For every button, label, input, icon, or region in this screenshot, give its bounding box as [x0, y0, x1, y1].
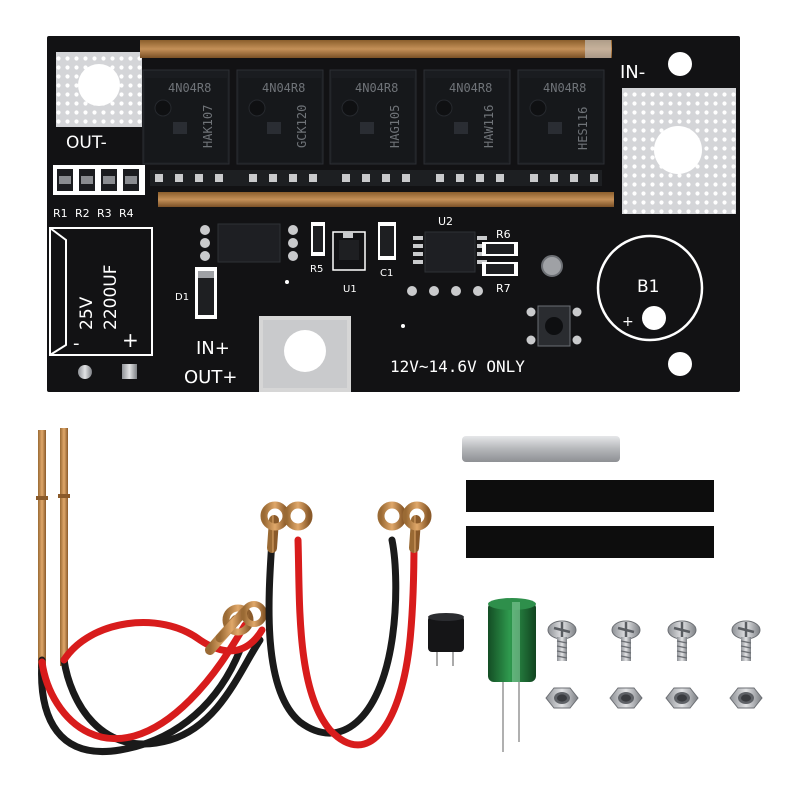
mosfet-mark-2: 4N04R8 — [262, 81, 305, 95]
wire-pair-with-lugs — [260, 501, 432, 749]
pen-cables — [38, 619, 266, 755]
mount-hole-top-left — [78, 64, 120, 106]
mosfet-mark-1: 4N04R8 — [168, 81, 211, 95]
mount-hole-in-plus — [284, 330, 326, 372]
mosfet-code-2: GCK120 — [295, 105, 309, 148]
u2-label: U2 — [438, 215, 453, 228]
cap-capacitance-label: 2200UF — [101, 265, 121, 331]
cap-plus-label: + — [122, 328, 139, 352]
mount-hole-bottom-right — [668, 352, 692, 376]
cap-voltage-label: 25V — [77, 296, 97, 330]
r3-label: R3 — [97, 207, 112, 220]
screws — [546, 619, 762, 663]
mount-hole-right-pad — [654, 126, 702, 174]
d1-label: D1 — [175, 292, 189, 303]
resistors-r6-r7: R6 R7 — [482, 228, 518, 295]
mosfet-code-4: HAW116 — [482, 105, 496, 148]
r6-label: R6 — [496, 228, 511, 241]
regulator-u1: U1 — [332, 231, 366, 295]
mosfet-mark-3: 4N04R8 — [355, 81, 398, 95]
mosfet-row: 4N04R8 4N04R8 4N04R8 4N04R8 4N04R8 HAK10… — [142, 69, 605, 186]
insulating-tape-1 — [466, 480, 714, 512]
welding-pens — [36, 428, 70, 668]
out-minus-label: OUT- — [66, 133, 107, 153]
u1-label: U1 — [343, 284, 357, 295]
buzzer — [428, 613, 464, 666]
cap-pad-right — [122, 364, 137, 379]
copper-bus-bottom — [158, 192, 614, 207]
in-plus-label: IN+ — [196, 338, 230, 359]
pcb-board: 4N04R8 4N04R8 4N04R8 4N04R8 4N04R8 HAK10… — [47, 36, 740, 392]
mosfet-mark-4: 4N04R8 — [449, 81, 492, 95]
buzzer-footprint: B1 + — [596, 234, 704, 342]
driver-chip — [200, 223, 298, 263]
cap-minus-label: - — [73, 333, 80, 354]
mosfet-code-5: HES116 — [576, 107, 590, 150]
cap-pad-left — [78, 365, 92, 379]
diode-d1: D1 — [175, 267, 217, 319]
tactile-switch — [526, 305, 582, 347]
r1-label: R1 — [53, 207, 68, 220]
mosfet-code-1: HAK107 — [201, 105, 215, 148]
out-plus-label: OUT+ — [184, 367, 237, 388]
r2-label: R2 — [75, 207, 90, 220]
mosfet-code-3: HAG105 — [388, 105, 402, 148]
r7-label: R7 — [496, 282, 511, 295]
resistor-bank: R1 R2 R3 R4 — [53, 165, 145, 220]
b1-label: B1 — [637, 277, 659, 297]
capacitor-outline: 25V 2200UF - + — [49, 227, 153, 356]
copper-bus-top — [140, 40, 612, 58]
indicator-button — [541, 255, 563, 277]
capacitor-c1: C1 — [378, 222, 396, 279]
r5-label: R5 — [310, 264, 323, 275]
c1-label: C1 — [380, 268, 393, 279]
pen-ring-terminals — [205, 601, 267, 655]
insulating-tape-2 — [466, 526, 714, 558]
nickel-strip — [462, 436, 620, 462]
b1-plus-label: + — [622, 314, 634, 330]
mosfet-mark-5: 4N04R8 — [543, 81, 586, 95]
resistor-r5: R5 — [310, 222, 325, 275]
mount-hole-top-right — [668, 52, 692, 76]
in-minus-label: IN- — [620, 62, 645, 83]
nuts — [545, 687, 763, 709]
voltage-note: 12V~14.6V ONLY — [390, 357, 525, 376]
electrolytic-capacitor — [488, 598, 536, 752]
r4-label: R4 — [119, 207, 134, 220]
